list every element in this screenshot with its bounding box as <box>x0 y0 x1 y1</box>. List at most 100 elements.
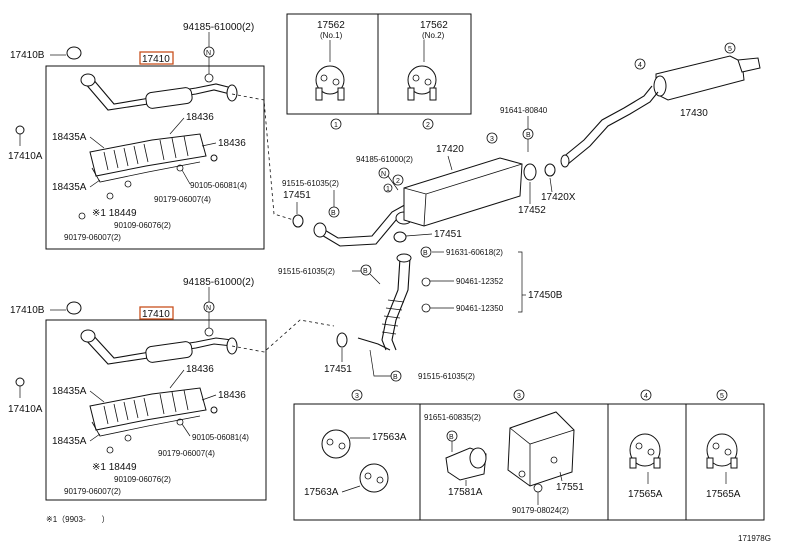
bottom-heat-insulators <box>89 387 207 437</box>
box-r2-hanger <box>706 433 738 469</box>
center-17452-label[interactable]: 17452 <box>518 205 546 216</box>
center-gasket-17452-part <box>523 163 537 181</box>
box-r2-num: 5 <box>720 393 724 400</box>
top-bolt-2-label[interactable]: 90179-06007(4) <box>154 195 211 204</box>
box-left-part-b-label[interactable]: 17563A <box>304 487 339 498</box>
flex-bolt-2-label[interactable]: 90461-12352 <box>456 277 504 286</box>
bottom-assembly: 17410 17410B 94185-61000(2) N 17410A 184… <box>8 277 335 501</box>
box-mid-bolt-mark: B <box>449 434 454 441</box>
center-17420x-label[interactable]: 17420X <box>541 192 576 203</box>
top-insulator-a-lower-label[interactable]: 18435A <box>52 182 87 193</box>
center-num-2: 2 <box>396 178 400 185</box>
top-bolt-1-label[interactable]: 90105-06081(4) <box>190 181 247 190</box>
top-assembly-frame <box>45 65 265 250</box>
box-left-part-a-label[interactable]: 17563A <box>372 432 407 443</box>
box-mid-nut-label[interactable]: 90179-08024(2) <box>512 506 569 515</box>
svg-text:B: B <box>526 132 531 139</box>
svg-text:B: B <box>363 268 368 275</box>
flex-bolt-left-label[interactable]: 91515-61035(2) <box>278 267 335 276</box>
hangers-frame <box>286 13 472 115</box>
box-r2-part-label[interactable]: 17565A <box>706 489 741 500</box>
box-left-hangers <box>321 429 389 493</box>
bottom-to-center-dash <box>231 319 335 353</box>
top-heat-insulators <box>89 133 207 183</box>
svg-text:N: N <box>381 171 386 178</box>
box-mid-bolt-label[interactable]: 91651-60835(2) <box>424 413 481 422</box>
center-pipe-label[interactable]: 17420 <box>436 144 464 155</box>
center-nut-upper-label[interactable]: 94185-61000(2) <box>356 155 413 164</box>
tailpipe-muffler <box>653 55 761 101</box>
tailpipe-num-5: 5 <box>728 46 732 53</box>
hanger-left-num: 1 <box>334 122 338 129</box>
bottom-gasket-b-label[interactable]: 17410B <box>10 305 45 316</box>
top-nut-label[interactable]: 94185-61000(2) <box>183 22 254 33</box>
bottom-insulator-lower-label[interactable]: 18436 <box>218 390 246 401</box>
top-bracket-part <box>15 125 25 135</box>
top-insulator-upper-label[interactable]: 18436 <box>186 112 214 123</box>
top-gasket-b-label[interactable]: 17410B <box>10 50 45 61</box>
center-bolt-upper-label[interactable]: 91515-61035(2) <box>282 179 339 188</box>
bottom-insulator-a-lower-label[interactable]: 18435A <box>52 436 87 447</box>
tailpipe-group: 4 5 17430 <box>560 42 761 168</box>
box-r1-part-label[interactable]: 17565A <box>628 489 663 500</box>
box-left-num: 3 <box>355 393 359 400</box>
bottom-18449-label[interactable]: ※1 18449 <box>92 462 137 473</box>
flex-pipe <box>381 257 401 351</box>
bottom-boxes: 3 17563A 17563A 3 91651-60835(2) B 1758 <box>293 389 765 521</box>
bottom-insulator-a-upper-label[interactable]: 18435A <box>52 386 87 397</box>
bottom-nut-bottom-label[interactable]: 90179-06007(2) <box>64 487 121 496</box>
lower-bolt-label[interactable]: 91515-61035(2) <box>418 372 475 381</box>
bottom-bolt-3-label[interactable]: 90109-06076(2) <box>114 475 171 484</box>
bottom-bracket-label[interactable]: 17410A <box>8 404 43 415</box>
box-r1-num: 4 <box>644 393 648 400</box>
top-assembly-part-box <box>139 51 174 65</box>
bottom-bolt-2-label[interactable]: 90179-06007(4) <box>158 449 215 458</box>
top-catalyst <box>145 87 193 109</box>
hanger-right-num-marker <box>422 118 434 130</box>
hanger-right-part <box>407 65 437 101</box>
hanger-right-note: (No.2) <box>422 31 445 40</box>
bottom-boxes-frame <box>293 403 765 521</box>
footnote: ※1（9903- ） <box>46 515 110 524</box>
center-inlet-pipe <box>317 201 411 239</box>
bottom-nut-label[interactable]: 94185-61000(2) <box>183 277 254 288</box>
top-insulator-lower-label[interactable]: 18436 <box>218 138 246 149</box>
bottom-assembly-frame <box>45 319 267 501</box>
center-num-3: 3 <box>490 136 494 143</box>
tailpipe-num-4: 4 <box>638 62 642 69</box>
flex-bolt-3-label[interactable]: 90461-12350 <box>456 304 504 313</box>
bottom-gasket-b-part <box>66 301 82 315</box>
svg-text:B: B <box>331 210 336 217</box>
top-insulator-a-upper-label[interactable]: 18435A <box>52 132 87 143</box>
top-bracket-label[interactable]: 17410A <box>8 151 43 162</box>
bottom-bolt-1-label[interactable]: 90105-06081(4) <box>192 433 249 442</box>
hanger-left-part-label[interactable]: 17562 <box>317 20 345 31</box>
hanger-left-part <box>315 65 345 101</box>
top-18449-label[interactable]: ※1 18449 <box>92 208 137 219</box>
top-nut-part <box>204 73 214 83</box>
svg-text:N: N <box>206 50 211 57</box>
bottom-assembly-part-label[interactable]: 17410 <box>142 309 170 320</box>
center-gasket-label[interactable]: 17451 <box>434 229 462 240</box>
top-bolt-3-label[interactable]: 90109-06076(2) <box>114 221 171 230</box>
bottom-insulator-upper-label[interactable]: 18436 <box>186 364 214 375</box>
box-mid-part-b-label[interactable]: 17551 <box>556 482 584 493</box>
top-to-center-dash <box>231 93 301 223</box>
hanger-right-part-label[interactable]: 17562 <box>420 20 448 31</box>
top-nut-bottom-label[interactable]: 90179-06007(2) <box>64 233 121 242</box>
center-bolt-label[interactable]: 91641-80840 <box>500 106 548 115</box>
top-gasket-b-part <box>66 46 82 60</box>
center-num-1: 1 <box>386 186 390 193</box>
top-assembly-part-label[interactable]: 17410 <box>142 54 170 65</box>
bottom-assembly-part-box <box>139 306 174 320</box>
lower-gasket-label[interactable]: 17451 <box>324 364 352 375</box>
hanger-left-num-marker <box>330 118 342 130</box>
hangers-box: 17562 (No.1) 1 17562 (No.2) 2 <box>286 13 472 130</box>
hanger-right-num: 2 <box>426 122 430 129</box>
flex-bolt-1-label[interactable]: 91631-60618(2) <box>446 248 503 257</box>
box-mid-part-a-label[interactable]: 17581A <box>448 487 483 498</box>
tailpipe-part-label[interactable]: 17430 <box>680 108 708 119</box>
flex-assembly-label[interactable]: 17450B <box>528 290 563 301</box>
center-gasket-upper-label[interactable]: 17451 <box>283 190 311 201</box>
